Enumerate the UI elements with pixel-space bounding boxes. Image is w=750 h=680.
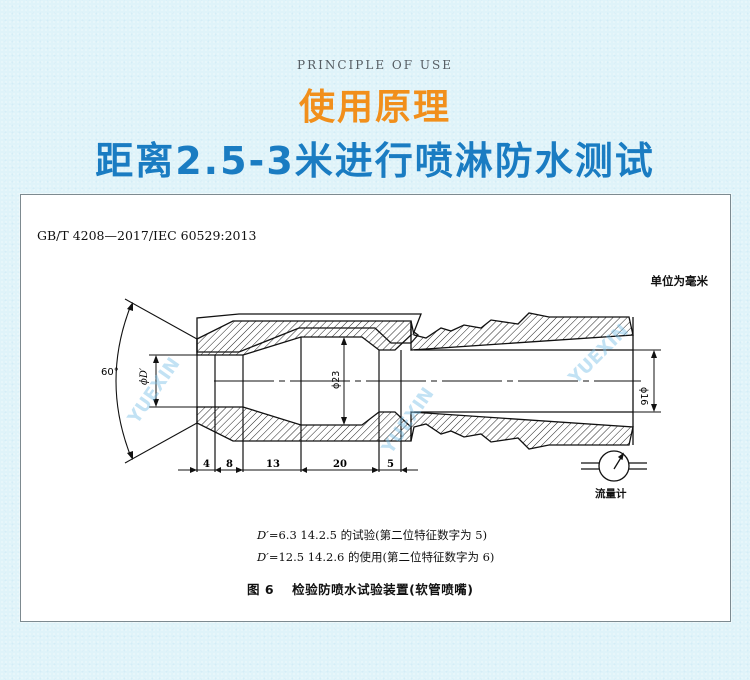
upper-barb-section bbox=[410, 312, 634, 351]
chamber-diameter-label: ϕ23 bbox=[331, 371, 342, 389]
unit-note: 单位为毫米 bbox=[650, 274, 709, 288]
note-line-2: D′=12.5 14.2.6 的使用(第二位特征数字为 6) bbox=[257, 549, 494, 565]
note-text: =6.3 14.2.5 的试验(第二位特征数字为 5) bbox=[268, 528, 488, 542]
figure-caption: 图 6 检验防喷水试验装置(软管喷嘴) bbox=[247, 579, 474, 598]
inner-diameter-label: ϕD′ bbox=[139, 367, 150, 385]
angle-arc bbox=[115, 304, 132, 458]
outlet-diameter-label: ϕ16 bbox=[638, 387, 649, 405]
svg-text:20: 20 bbox=[333, 459, 347, 470]
flowmeter-label: 流量计 bbox=[595, 488, 627, 500]
figure-title: 检验防喷水试验装置(软管喷嘴) bbox=[292, 582, 474, 597]
note-variable: D′ bbox=[257, 550, 269, 564]
svg-text:4: 4 bbox=[203, 459, 210, 470]
svg-text:YUEXIN: YUEXIN bbox=[123, 354, 184, 429]
lower-wall-section bbox=[196, 406, 412, 442]
standard-code: GB/T 4208—2017/IEC 60529:2013 bbox=[37, 228, 257, 243]
section-subtitle-en: PRINCIPLE OF USE bbox=[297, 58, 453, 72]
svg-text:13: 13 bbox=[266, 459, 280, 470]
svg-text:8: 8 bbox=[226, 459, 233, 470]
lower-barb-section bbox=[410, 411, 634, 450]
angle-label: 60° bbox=[101, 367, 119, 378]
figure-panel: GB/T 4208—2017/IEC 60529:2013 单位为毫米 bbox=[20, 194, 731, 622]
upper-wall-section bbox=[196, 320, 412, 356]
section-title: 使用原理 bbox=[298, 87, 451, 128]
svg-text:5: 5 bbox=[387, 459, 394, 470]
hose-nozzle-drawing: ϕD′ ϕ23 ϕ16 60° 4 bbox=[101, 298, 661, 482]
note-text: =12.5 14.2.6 的使用(第二位特征数字为 6) bbox=[268, 550, 495, 564]
segment-length-labels: 4 8 13 20 5 bbox=[203, 459, 394, 470]
figure-number: 图 6 bbox=[247, 582, 275, 597]
note-line-1: D′=6.3 14.2.5 的试验(第二位特征数字为 5) bbox=[257, 527, 487, 543]
flowmeter-icon bbox=[581, 450, 647, 482]
note-variable: D′ bbox=[257, 528, 269, 542]
headline: 距离2.5-3米进行喷淋防水测试 bbox=[95, 139, 655, 183]
section-lines bbox=[196, 337, 402, 472]
